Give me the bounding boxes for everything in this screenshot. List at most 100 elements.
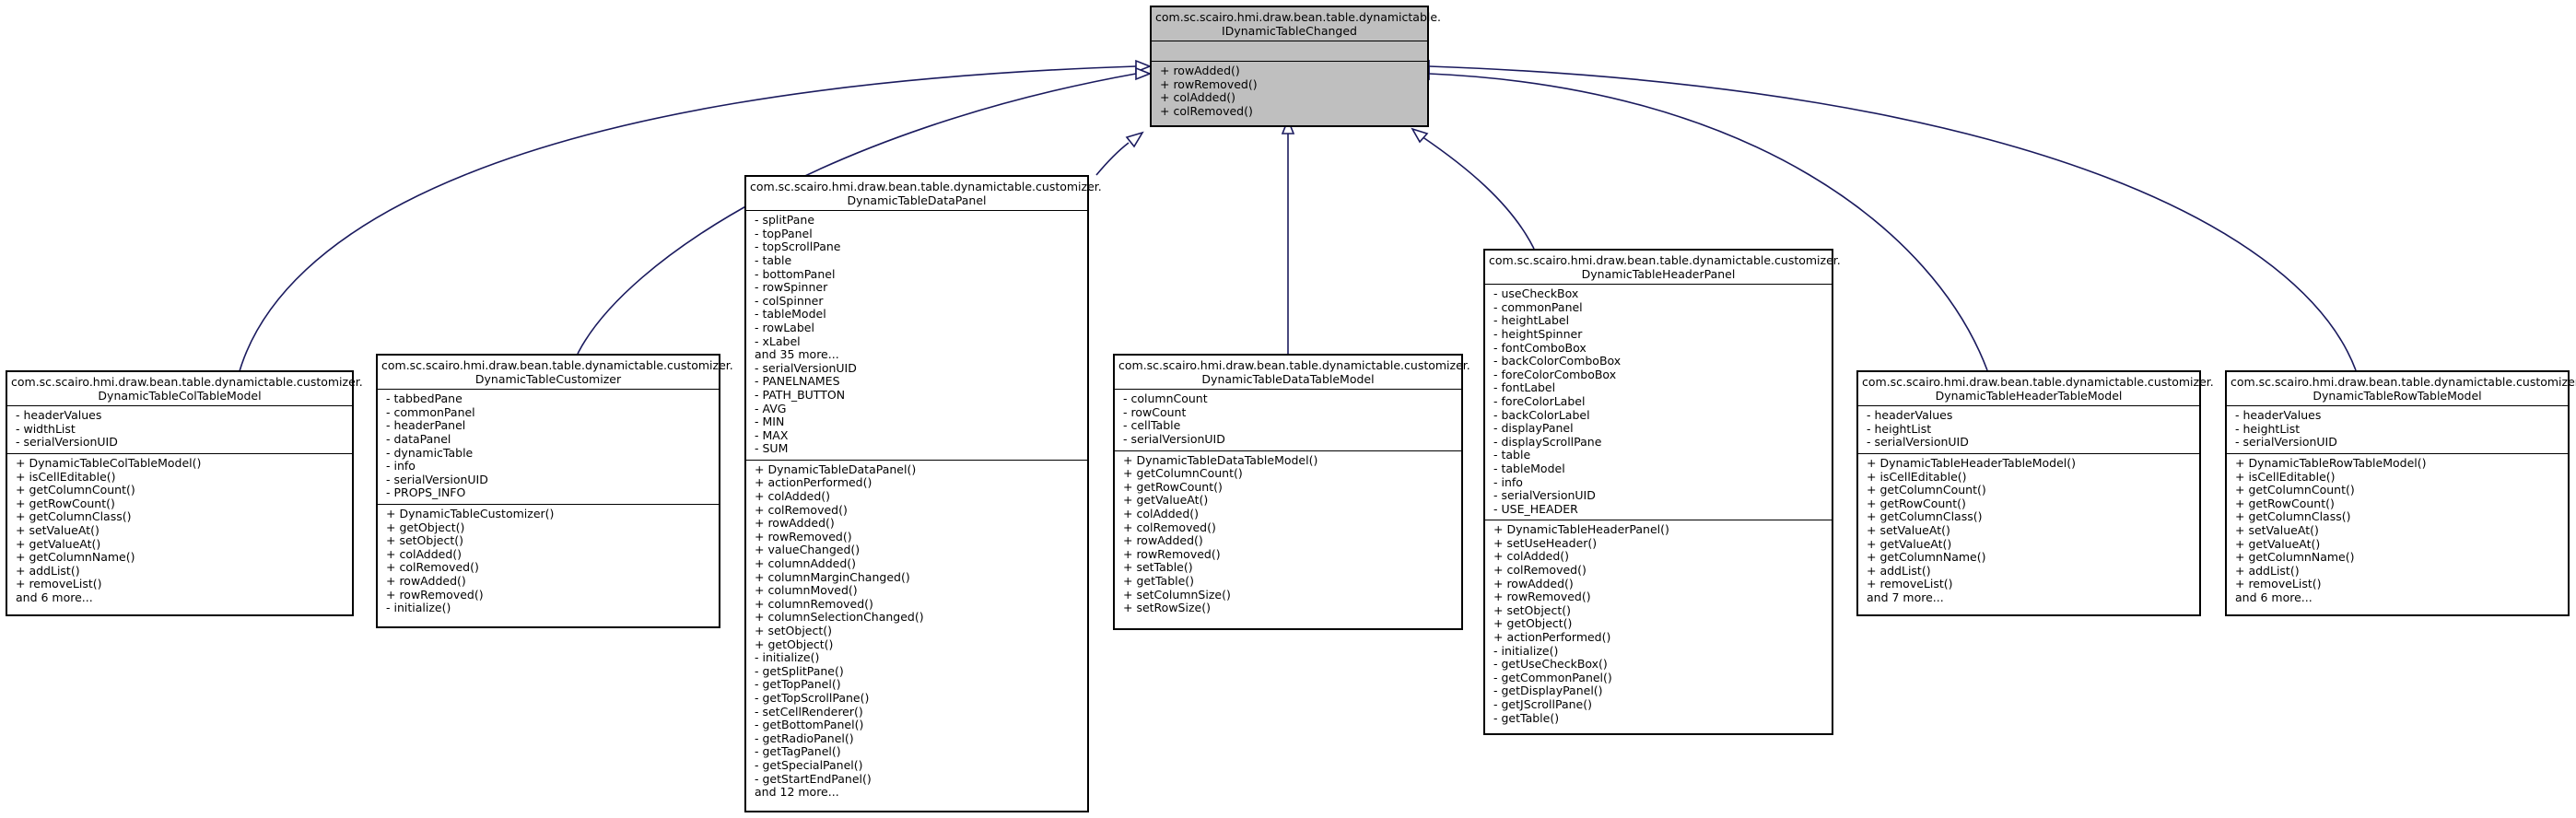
method-item: + getObject() xyxy=(755,637,834,651)
method-item: + getColumnName() xyxy=(2235,550,2355,565)
attribute-item: - cellTable xyxy=(1123,418,1181,433)
method-item: + actionPerformed() xyxy=(755,475,872,490)
attribute-item: and 35 more... xyxy=(755,347,839,362)
attribute-item: - info xyxy=(386,459,416,473)
class-title: com.sc.scairo.hmi.draw.bean.table.dynami… xyxy=(378,356,733,389)
method-item: + getColumnName() xyxy=(1867,550,1986,565)
method-item: + columnMarginChanged() xyxy=(755,569,910,584)
attribute-section: - tabbedPane - commonPanel - headerPanel… xyxy=(378,389,719,504)
class-title: com.sc.scairo.hmi.draw.bean.table.dynami… xyxy=(1858,372,2214,405)
attribute-item: - topPanel xyxy=(755,226,813,240)
method-item: - initialize() xyxy=(386,601,451,615)
edge-colmodel xyxy=(237,65,1137,379)
attribute-item: - commonPanel xyxy=(386,404,475,419)
title-line: com.sc.scairo.hmi.draw.bean.table.dynami… xyxy=(11,375,363,389)
interface-box[interactable]: com.sc.scairo.hmi.draw.bean.table.dynami… xyxy=(1150,6,1441,127)
class-box-headerpanel[interactable]: com.sc.scairo.hmi.draw.bean.table.dynami… xyxy=(1483,249,1841,735)
method-item: + DynamicTableRowTableModel() xyxy=(2235,455,2427,470)
method-item: + isCellEditable() xyxy=(1867,469,1967,484)
attribute-item: - PANELNAMES xyxy=(755,374,840,389)
method-section: + DynamicTableCustomizer() + getObject()… xyxy=(378,503,719,619)
attribute-item: - serialVersionUID xyxy=(1123,431,1225,446)
method-item: - getCommonPanel() xyxy=(1493,670,1612,684)
attribute-item: - PATH_BUTTON xyxy=(755,387,846,402)
method-item: - getUseCheckBox() xyxy=(1493,657,1608,672)
method-item: + removeList() xyxy=(16,577,102,591)
title-line: DynamicTableDataPanel xyxy=(847,193,987,207)
method-item: + getValueAt() xyxy=(1123,493,1209,508)
method-item: + getObject() xyxy=(1493,616,1573,631)
attribute-item: - backColorComboBox xyxy=(1493,354,1622,368)
method-item: - getTable() xyxy=(1493,710,1560,725)
attribute-item: - serialVersionUID xyxy=(1493,488,1596,503)
attribute-item: - xLabel xyxy=(755,333,801,348)
method-item: + columnMoved() xyxy=(755,583,858,598)
method-item: + columnAdded() xyxy=(755,556,857,571)
method-item: + setUseHeader() xyxy=(1493,535,1598,550)
attribute-section: - useCheckBox - commonPanel - heightLabe… xyxy=(1485,284,1832,520)
attribute-item: - widthList xyxy=(16,421,76,436)
interface-title: com.sc.scairo.hmi.draw.bean.table.dynami… xyxy=(1152,7,1441,41)
method-item: + rowRemoved() xyxy=(1160,76,1258,91)
method-item: + getColumnCount() xyxy=(1123,466,1243,481)
attribute-section: - headerValues - heightList - serialVers… xyxy=(1858,405,2199,453)
attribute-item: - useCheckBox xyxy=(1493,286,1579,301)
method-item: + colRemoved() xyxy=(755,502,848,517)
attribute-item: - heightSpinner xyxy=(1493,326,1583,341)
method-section: + DynamicTableHeaderPanel() + setUseHead… xyxy=(1485,520,1832,729)
method-item: + columnSelectionChanged() xyxy=(755,610,924,625)
class-box-customizer[interactable]: com.sc.scairo.hmi.draw.bean.table.dynami… xyxy=(376,354,733,628)
attribute-section: - splitPane - topPanel - topScrollPane -… xyxy=(746,210,1087,460)
edge-headermodel xyxy=(1428,73,1988,371)
class-box-datapanel[interactable]: com.sc.scairo.hmi.draw.bean.table.dynami… xyxy=(744,175,1102,812)
method-item: + colAdded() xyxy=(1160,90,1236,105)
method-section: + DynamicTableRowTableModel() + isCellEd… xyxy=(2227,452,2568,609)
attribute-item: - colSpinner xyxy=(755,293,824,308)
attribute-item: - rowCount xyxy=(1123,404,1187,419)
method-item: + DynamicTableHeaderTableModel() xyxy=(1867,455,2077,470)
method-item: + getColumnCount() xyxy=(2235,483,2355,497)
method-item: - getRadioPanel() xyxy=(755,730,854,745)
attribute-item: - heightList xyxy=(1867,421,1932,436)
title-line: com.sc.scairo.hmi.draw.bean.table.dynami… xyxy=(750,180,1102,193)
method-item: + rowRemoved() xyxy=(755,529,852,543)
class-box-datamodel[interactable]: com.sc.scairo.hmi.draw.bean.table.dynami… xyxy=(1113,354,1470,630)
method-item: + getColumnClass() xyxy=(1867,509,1983,524)
title-line: com.sc.scairo.hmi.draw.bean.table.dynami… xyxy=(1118,358,1470,372)
method-item: + addList() xyxy=(2235,563,2300,578)
attribute-section xyxy=(1152,41,1427,61)
title-line: com.sc.scairo.hmi.draw.bean.table.dynami… xyxy=(1489,253,1841,267)
method-item: + colRemoved() xyxy=(1493,563,1587,578)
arrowhead-headerpanel xyxy=(1411,127,1429,144)
title-line: DynamicTableRowTableModel xyxy=(2313,388,2482,403)
method-item: + rowAdded() xyxy=(1493,576,1574,590)
arrowhead-datapanel xyxy=(1125,131,1144,148)
attribute-item: - headerValues xyxy=(16,408,102,423)
method-item: + setObject() xyxy=(386,533,464,548)
attribute-item: - tableModel xyxy=(755,307,826,321)
method-item: + getObject() xyxy=(386,520,465,534)
class-box-rowmodel[interactable]: com.sc.scairo.hmi.draw.bean.table.dynami… xyxy=(2225,370,2576,616)
title-line: com.sc.scairo.hmi.draw.bean.table.dynami… xyxy=(1862,375,2214,389)
attribute-item: - serialVersionUID xyxy=(386,472,488,486)
method-item: + valueChanged() xyxy=(755,543,861,557)
method-item: + isCellEditable() xyxy=(2235,469,2336,484)
method-item: + DynamicTableDataTableModel() xyxy=(1123,452,1318,467)
method-section: + DynamicTableDataTableModel() + getColu… xyxy=(1115,450,1461,619)
attribute-item: - bottomPanel xyxy=(755,266,836,281)
class-title: com.sc.scairo.hmi.draw.bean.table.dynami… xyxy=(1485,251,1841,284)
method-item: + rowRemoved() xyxy=(386,587,484,602)
class-box-headermodel[interactable]: com.sc.scairo.hmi.draw.bean.table.dynami… xyxy=(1856,370,2214,616)
attribute-item: - USE_HEADER xyxy=(1493,501,1578,516)
method-section: + DynamicTableDataPanel() + actionPerfor… xyxy=(746,459,1087,803)
method-item: + getValueAt() xyxy=(1867,536,1952,551)
method-item: + getValueAt() xyxy=(2235,536,2321,551)
attribute-item: - MIN xyxy=(755,415,785,429)
attribute-item: - table xyxy=(1493,448,1531,462)
title-line: IDynamicTableChanged xyxy=(1222,23,1357,38)
class-box-colmodel[interactable]: com.sc.scairo.hmi.draw.bean.table.dynami… xyxy=(6,370,363,616)
method-item: + getColumnClass() xyxy=(2235,509,2351,524)
method-item: + getTable() xyxy=(1123,573,1195,588)
